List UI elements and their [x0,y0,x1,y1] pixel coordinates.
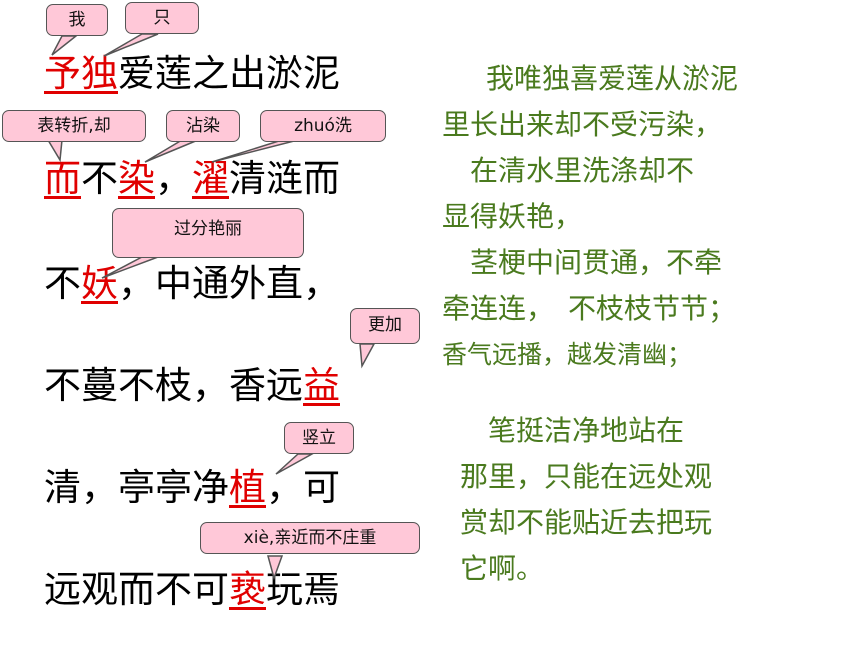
note-zhuo: zhuó洗 [260,110,386,142]
tail-zhi2 [275,453,315,475]
text-line-6: 远观而不可亵玩焉 [44,568,340,612]
word-yi: 益 [303,364,340,407]
tail-wo [51,35,79,56]
note-wo: 我 [46,4,108,36]
text-segment: 清涟而 [229,157,340,200]
translation-line: 茎梗中间贯通，不牵 [442,246,723,279]
tail-yao [101,256,159,279]
text-segment: 清，亭亭净 [44,466,229,509]
word-ran: 染 [118,157,155,200]
tail-zhuo [211,139,299,163]
text-line-4: 不蔓不枝，香远益 [44,364,340,408]
note-er: 表转折,却 [2,110,146,142]
translation-line: 我唯独喜爱莲从淤泥 [486,62,739,95]
translation-line: 在清水里洗涤却不 [442,154,695,187]
text-segment: ，中通外直， [118,262,340,305]
text-line-1: 予独爱莲之出淤泥 [44,52,340,96]
translation-line: 那里，只能在远处观 [460,460,713,493]
text-segment: 不蔓不枝，香远 [44,364,303,407]
note-ran: 沾染 [166,110,240,142]
text-segment: 玩焉 [266,568,340,611]
translation-line: 里长出来却不受污染， [442,108,723,141]
note-xie: xiè,亲近而不庄重 [200,522,420,554]
tail-xie [267,555,284,581]
text-line-5: 清，亭亭净植，可 [44,466,340,510]
word-du: 独 [81,52,118,95]
tail-ran [144,139,199,163]
word-zhuo: 濯 [192,157,229,200]
note-zhi2: 竖立 [284,422,354,454]
tail-er [46,139,63,163]
text-segment: 不 [81,157,118,200]
text-line-2: 而不染，濯清涟而 [44,157,340,201]
translation-line: 香气远播，越发清幽； [442,340,693,369]
text-line-3: 不妖，中通外直， [44,262,340,306]
translation-line: 笔挺洁净地站在 [460,414,685,447]
tail-zhi [103,33,159,57]
note-zhi: 只 [125,2,199,34]
text-segment: 远观而不可 [44,568,229,611]
translation-paragraph-1: 我唯独喜爱莲从淤泥 里长出来却不受污染， 在清水里洗涤却不 显得妖艳， 茎梗中间… [442,56,738,378]
translation-line: 赏却不能贴近去把玩 [460,506,713,539]
word-yu: 予 [44,52,81,95]
text-segment: 爱莲之出淤泥 [118,52,340,95]
word-zhi: 植 [229,466,266,509]
word-er: 而 [44,157,81,200]
tail-yi [359,343,376,369]
text-segment: 不 [44,262,81,305]
note-yi: 更加 [350,308,420,344]
word-yao: 妖 [81,262,118,305]
translation-paragraph-2: 笔挺洁净地站在 那里，只能在远处观 赏却不能贴近去把玩 它啊。 [460,408,712,592]
word-xie: 亵 [229,568,266,611]
translation-line: 显得妖艳， [442,200,583,233]
translation-line: 它啊。 [460,552,545,585]
note-yao: 过分艳丽 [112,208,304,258]
text-segment: ， [155,157,192,200]
translation-line: 牵连连， 不枝枝节节； [442,292,737,325]
